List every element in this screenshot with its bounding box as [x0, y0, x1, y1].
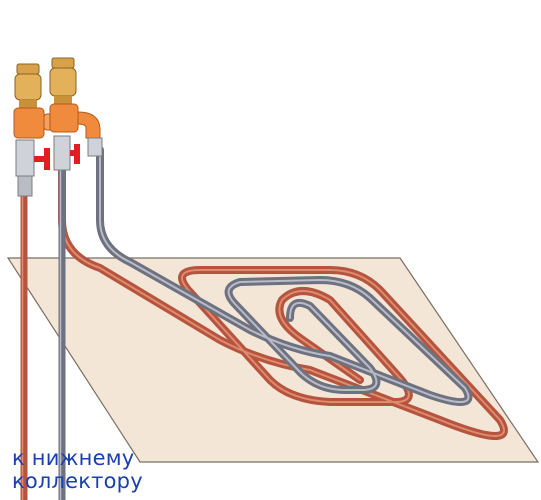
ball-valve-icon — [15, 139, 50, 197]
air-vent-icon — [49, 57, 77, 104]
ball-valve-icon — [53, 135, 103, 171]
heating-pipe-loops — [58, 146, 508, 440]
air-vent-icon — [14, 63, 42, 108]
riser-pipes — [20, 150, 66, 500]
return-loop-pipe-highlight — [99, 149, 470, 404]
manifold-assembly — [13, 57, 103, 197]
caption-line-2: коллектору — [12, 469, 143, 493]
caption-line-1: к нижнему — [12, 446, 135, 470]
tee-fitting-icon — [13, 103, 101, 139]
supply-loop-pipe-highlight — [61, 149, 505, 437]
